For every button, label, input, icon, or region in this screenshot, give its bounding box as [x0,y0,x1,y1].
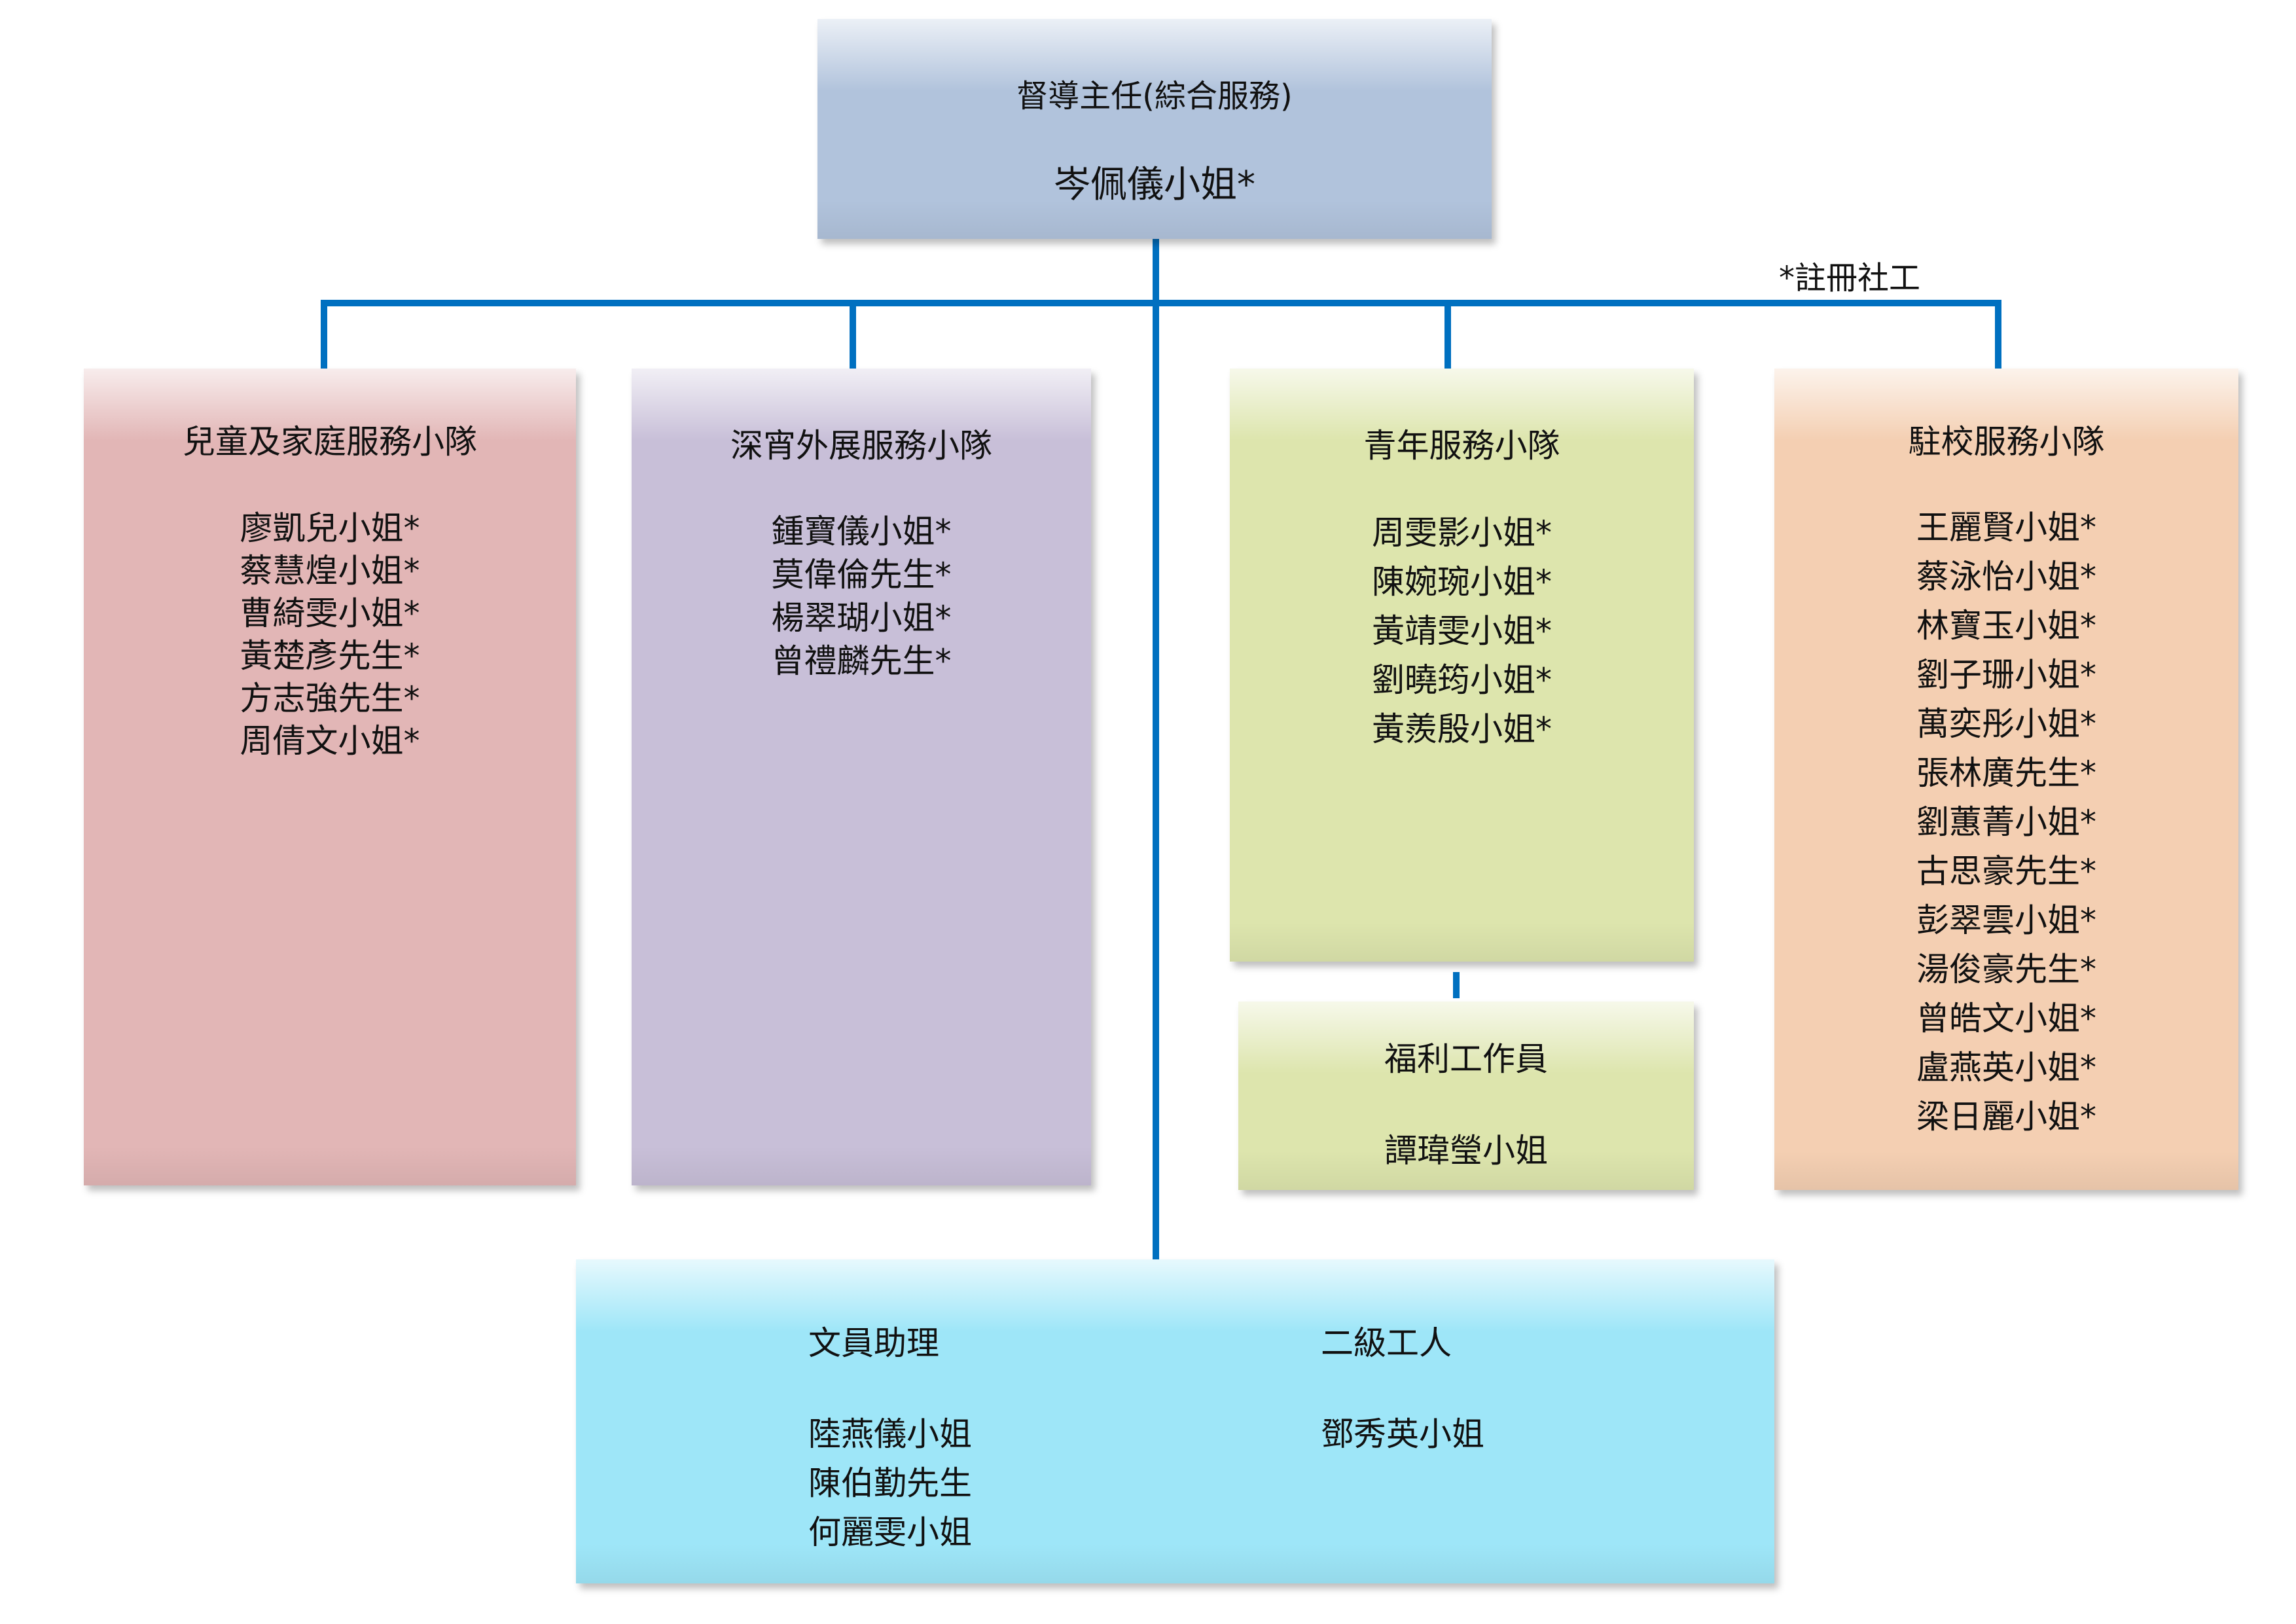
member-name: 莫偉倫先生* [771,556,952,594]
member-name: 張林廣先生* [1916,754,2096,792]
team-youth: 青年服務小隊 周雯影小姐* 陳婉琬小姐* 黃靖雯小姐* 劉曉筠小姐* 黃羨殷小姐* [1230,369,1694,962]
member-name: 王麗賢小姐* [1916,509,2096,547]
connector-horizontal [321,300,2001,306]
member-name: 黃楚彥先生* [240,637,420,675]
registered-social-worker-note: *註冊社工 [1779,260,1921,297]
member-name: 湯俊豪先生* [1916,950,2096,988]
member-name: 楊翠瑚小姐* [771,599,952,637]
member-name: 曾皓文小姐* [1916,1000,2096,1038]
worker-member-list: 鄧秀英小姐 [1321,1410,1484,1459]
member-name: 陸燕儀小姐 [808,1415,972,1453]
member-list: 周雯影小姐* 陳婉琬小姐* 黃靖雯小姐* 劉曉筠小姐* 黃羨殷小姐* [1230,509,1694,754]
clerk-member-list: 陸燕儀小姐陳伯勤先生何麗雯小姐 [808,1410,972,1557]
member-name: 劉子珊小姐* [1916,656,2096,694]
member-list: 王麗賢小姐* 蔡泳怡小姐* 林寶玉小姐* 劉子珊小姐* 萬奕彤小姐* 張林廣先生* 劉蕙菁小… [1774,503,2238,1142]
member-name: 陳伯勤先生 [808,1464,972,1502]
welfare-title: 福利工作員 [1384,1040,1548,1078]
member-list: 鍾寶儀小姐* 莫偉倫先生* 楊翠瑚小姐* 曾禮麟先生* [632,510,1091,683]
member-name: 劉曉筠小姐* [1372,661,1552,699]
member-name: 蔡慧煌小姐* [240,552,420,590]
member-name: 鄧秀英小姐 [1321,1415,1484,1453]
member-name: 廖凱兒小姐* [240,509,420,547]
connector-drop-children [321,300,327,369]
welfare-name: 譚瑋瑩小姐 [1384,1132,1548,1170]
support-staff-box: 文員助理 陸燕儀小姐陳伯勤先生何麗雯小姐 二級工人 鄧秀英小姐 [576,1259,1774,1583]
member-name: 周雯影小姐* [1372,514,1552,552]
connector-drop-outreach [850,300,856,369]
team-school: 駐校服務小隊 王麗賢小姐* 蔡泳怡小姐* 林寶玉小姐* 劉子珊小姐* 萬奕彤小姐* 張林廣… [1774,369,2238,1190]
member-name: 黃羨殷小姐* [1372,710,1552,748]
member-name: 劉蕙菁小姐* [1916,803,2096,841]
member-name: 鍾寶儀小姐* [771,513,952,550]
member-name: 彭翠雲小姐* [1916,901,2096,939]
member-name: 盧燕英小姐* [1916,1049,2096,1087]
member-name: 梁日麗小姐* [1916,1098,2096,1136]
member-name: 陳婉琬小姐* [1372,563,1552,601]
supervisor-name: 岑佩儀小姐* [1054,164,1255,206]
worker-title: 二級工人 [1321,1324,1452,1362]
member-name: 黃靖雯小姐* [1372,612,1552,650]
clerk-title: 文員助理 [808,1324,939,1362]
member-name: 周倩文小姐* [240,722,420,760]
supervisor-title: 督導主任(綜合服務) [1016,78,1293,115]
connector-drop-school [1995,300,2001,369]
member-name: 古思豪先生* [1916,852,2096,890]
member-name: 方志強先生* [240,679,420,717]
member-name: 曾禮麟先生* [771,642,952,680]
member-name: 蔡泳怡小姐* [1916,558,2096,596]
welfare-worker-box: 福利工作員 譚瑋瑩小姐 [1238,1001,1694,1190]
connector-trunk [1153,239,1159,1259]
team-title: 青年服務小隊 [1363,427,1560,465]
member-name: 曹綺雯小姐* [240,594,420,632]
team-title: 深宵外展服務小隊 [730,427,992,465]
team-title: 兒童及家庭服務小隊 [183,423,477,461]
member-name: 何麗雯小姐 [808,1513,972,1551]
team-children-family: 兒童及家庭服務小隊 廖凱兒小姐* 蔡慧煌小姐* 曹綺雯小姐* 黃楚彥先生* 方志強先生*… [84,369,576,1185]
supervisor-box: 督導主任(綜合服務) 岑佩儀小姐* [817,19,1492,239]
connector-youth-welfare [1453,972,1460,998]
team-night-outreach: 深宵外展服務小隊 鍾寶儀小姐* 莫偉倫先生* 楊翠瑚小姐* 曾禮麟先生* [632,369,1091,1185]
team-title: 駐校服務小隊 [1908,423,2105,461]
member-name: 萬奕彤小姐* [1916,705,2096,743]
member-list: 廖凱兒小姐* 蔡慧煌小姐* 曹綺雯小姐* 黃楚彥先生* 方志強先生* 周倩文小姐* [84,507,576,763]
connector-drop-youth [1444,300,1451,369]
member-name: 林寶玉小姐* [1916,607,2096,645]
